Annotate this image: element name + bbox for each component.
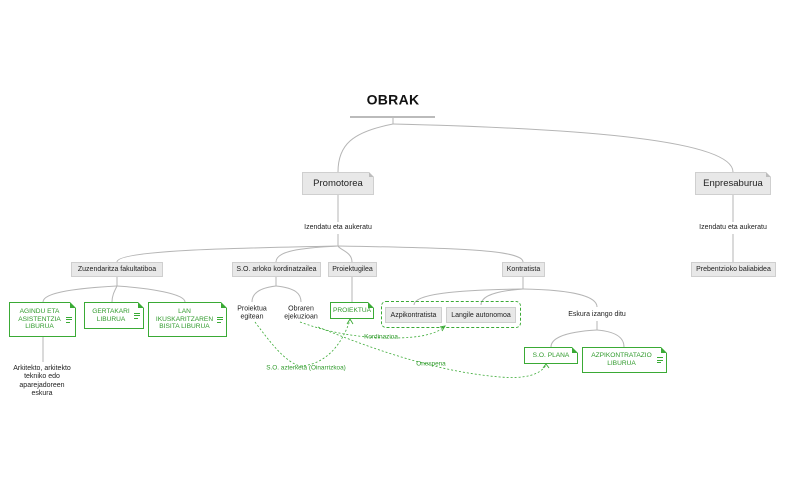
doc-proiektua: PROIEKTUA bbox=[330, 302, 374, 319]
note-fold-icon bbox=[572, 347, 578, 353]
label-eskura-izango-ditu: Eskura izango ditu bbox=[568, 310, 626, 318]
doc-agindu-eta-asistentzia: AGINDU ETA ASISTENTZIA LIBURUA bbox=[9, 302, 76, 337]
group-subcontractors bbox=[381, 301, 521, 328]
node-so-kordinatzailea: S.O. arloko kordinatzailea bbox=[232, 262, 321, 277]
note-fold-icon bbox=[369, 172, 374, 177]
node-promotorea: Promotorea bbox=[302, 172, 374, 195]
notes-icon bbox=[134, 312, 140, 319]
label-arkitekto: Arkitekto, arkitekto tekniko edo apareja… bbox=[13, 365, 71, 398]
label-onespena: Onespena bbox=[416, 360, 446, 368]
node-langile-autonomoa-label: Langile autonomoa bbox=[451, 311, 511, 319]
label-proiektua-egitean: Proiektua egitean bbox=[237, 305, 267, 321]
node-proiektugilea: Proiektugilea bbox=[328, 262, 377, 277]
node-so-kordinatzailea-label: S.O. arloko kordinatzailea bbox=[236, 266, 317, 273]
node-azpikontratista-label: Azpikontratista bbox=[390, 311, 437, 319]
doc-lan-ikuskaritza-text: LAN IKUSKARITZAREN BISITA LIBURUA bbox=[155, 307, 214, 331]
node-proiektugilea-label: Proiektugilea bbox=[332, 266, 373, 273]
label-so-azterketa: S.O. azterketa (Oinarrizkoa) bbox=[266, 364, 346, 372]
doc-gertakari-text: GERTAKARI LIBURUA bbox=[92, 307, 130, 323]
doc-so-plana-label: S.O. PLANA bbox=[532, 351, 570, 359]
note-fold-icon bbox=[766, 172, 771, 177]
label-obraren-ejekuzioan: Obraren ejekuzioan bbox=[284, 305, 318, 321]
note-fold-icon bbox=[368, 302, 374, 308]
node-langile-autonomoa: Langile autonomoa bbox=[446, 307, 516, 323]
notes-icon bbox=[657, 357, 663, 363]
node-kontratista: Kontratista bbox=[502, 262, 545, 277]
doc-agindu-text: AGINDU ETA ASISTENTZIA LIBURUA bbox=[18, 307, 61, 331]
node-zuzendaritza-label: Zuzendaritza fakultatiboa bbox=[77, 266, 157, 273]
note-fold-icon bbox=[221, 302, 227, 308]
label-izendatu-enpresaburua: Izendatu eta aukeratu bbox=[699, 223, 767, 231]
node-kontratista-label: Kontratista bbox=[506, 266, 541, 273]
node-prebentzio: Prebentzioko baliabidea bbox=[691, 262, 776, 277]
note-fold-icon bbox=[138, 302, 144, 308]
label-kordinazioa: Kordinazioa bbox=[364, 333, 398, 341]
node-azpikontratista: Azpikontratista bbox=[385, 307, 442, 323]
node-enpresaburua-label: Enpresaburua bbox=[703, 178, 763, 189]
doc-proiektua-label: PROIEKTUA bbox=[332, 306, 372, 314]
doc-azpikontratazio-text: AZPIKONTRATAZIO LIBURUA bbox=[591, 352, 652, 367]
root-title: OBRAK bbox=[366, 91, 420, 108]
notes-icon bbox=[217, 316, 223, 323]
node-promotorea-label: Promotorea bbox=[313, 178, 363, 189]
label-izendatu-promotor: Izendatu eta aukeratu bbox=[304, 223, 372, 231]
doc-so-plana: S.O. PLANA bbox=[524, 347, 578, 364]
doc-lan-ikuskaritza: LAN IKUSKARITZAREN BISITA LIBURUA bbox=[148, 302, 227, 337]
notes-icon bbox=[66, 316, 72, 323]
doc-gertakari-liburua: GERTAKARI LIBURUA bbox=[84, 302, 144, 329]
node-zuzendaritza: Zuzendaritza fakultatiboa bbox=[71, 262, 163, 277]
node-prebentzio-label: Prebentzioko baliabidea bbox=[696, 266, 771, 273]
node-enpresaburua: Enpresaburua bbox=[695, 172, 771, 195]
doc-azpikontratazio-liburua: AZPIKONTRATAZIO LIBURUA bbox=[582, 347, 667, 373]
note-fold-icon bbox=[661, 347, 667, 353]
note-fold-icon bbox=[70, 302, 76, 308]
